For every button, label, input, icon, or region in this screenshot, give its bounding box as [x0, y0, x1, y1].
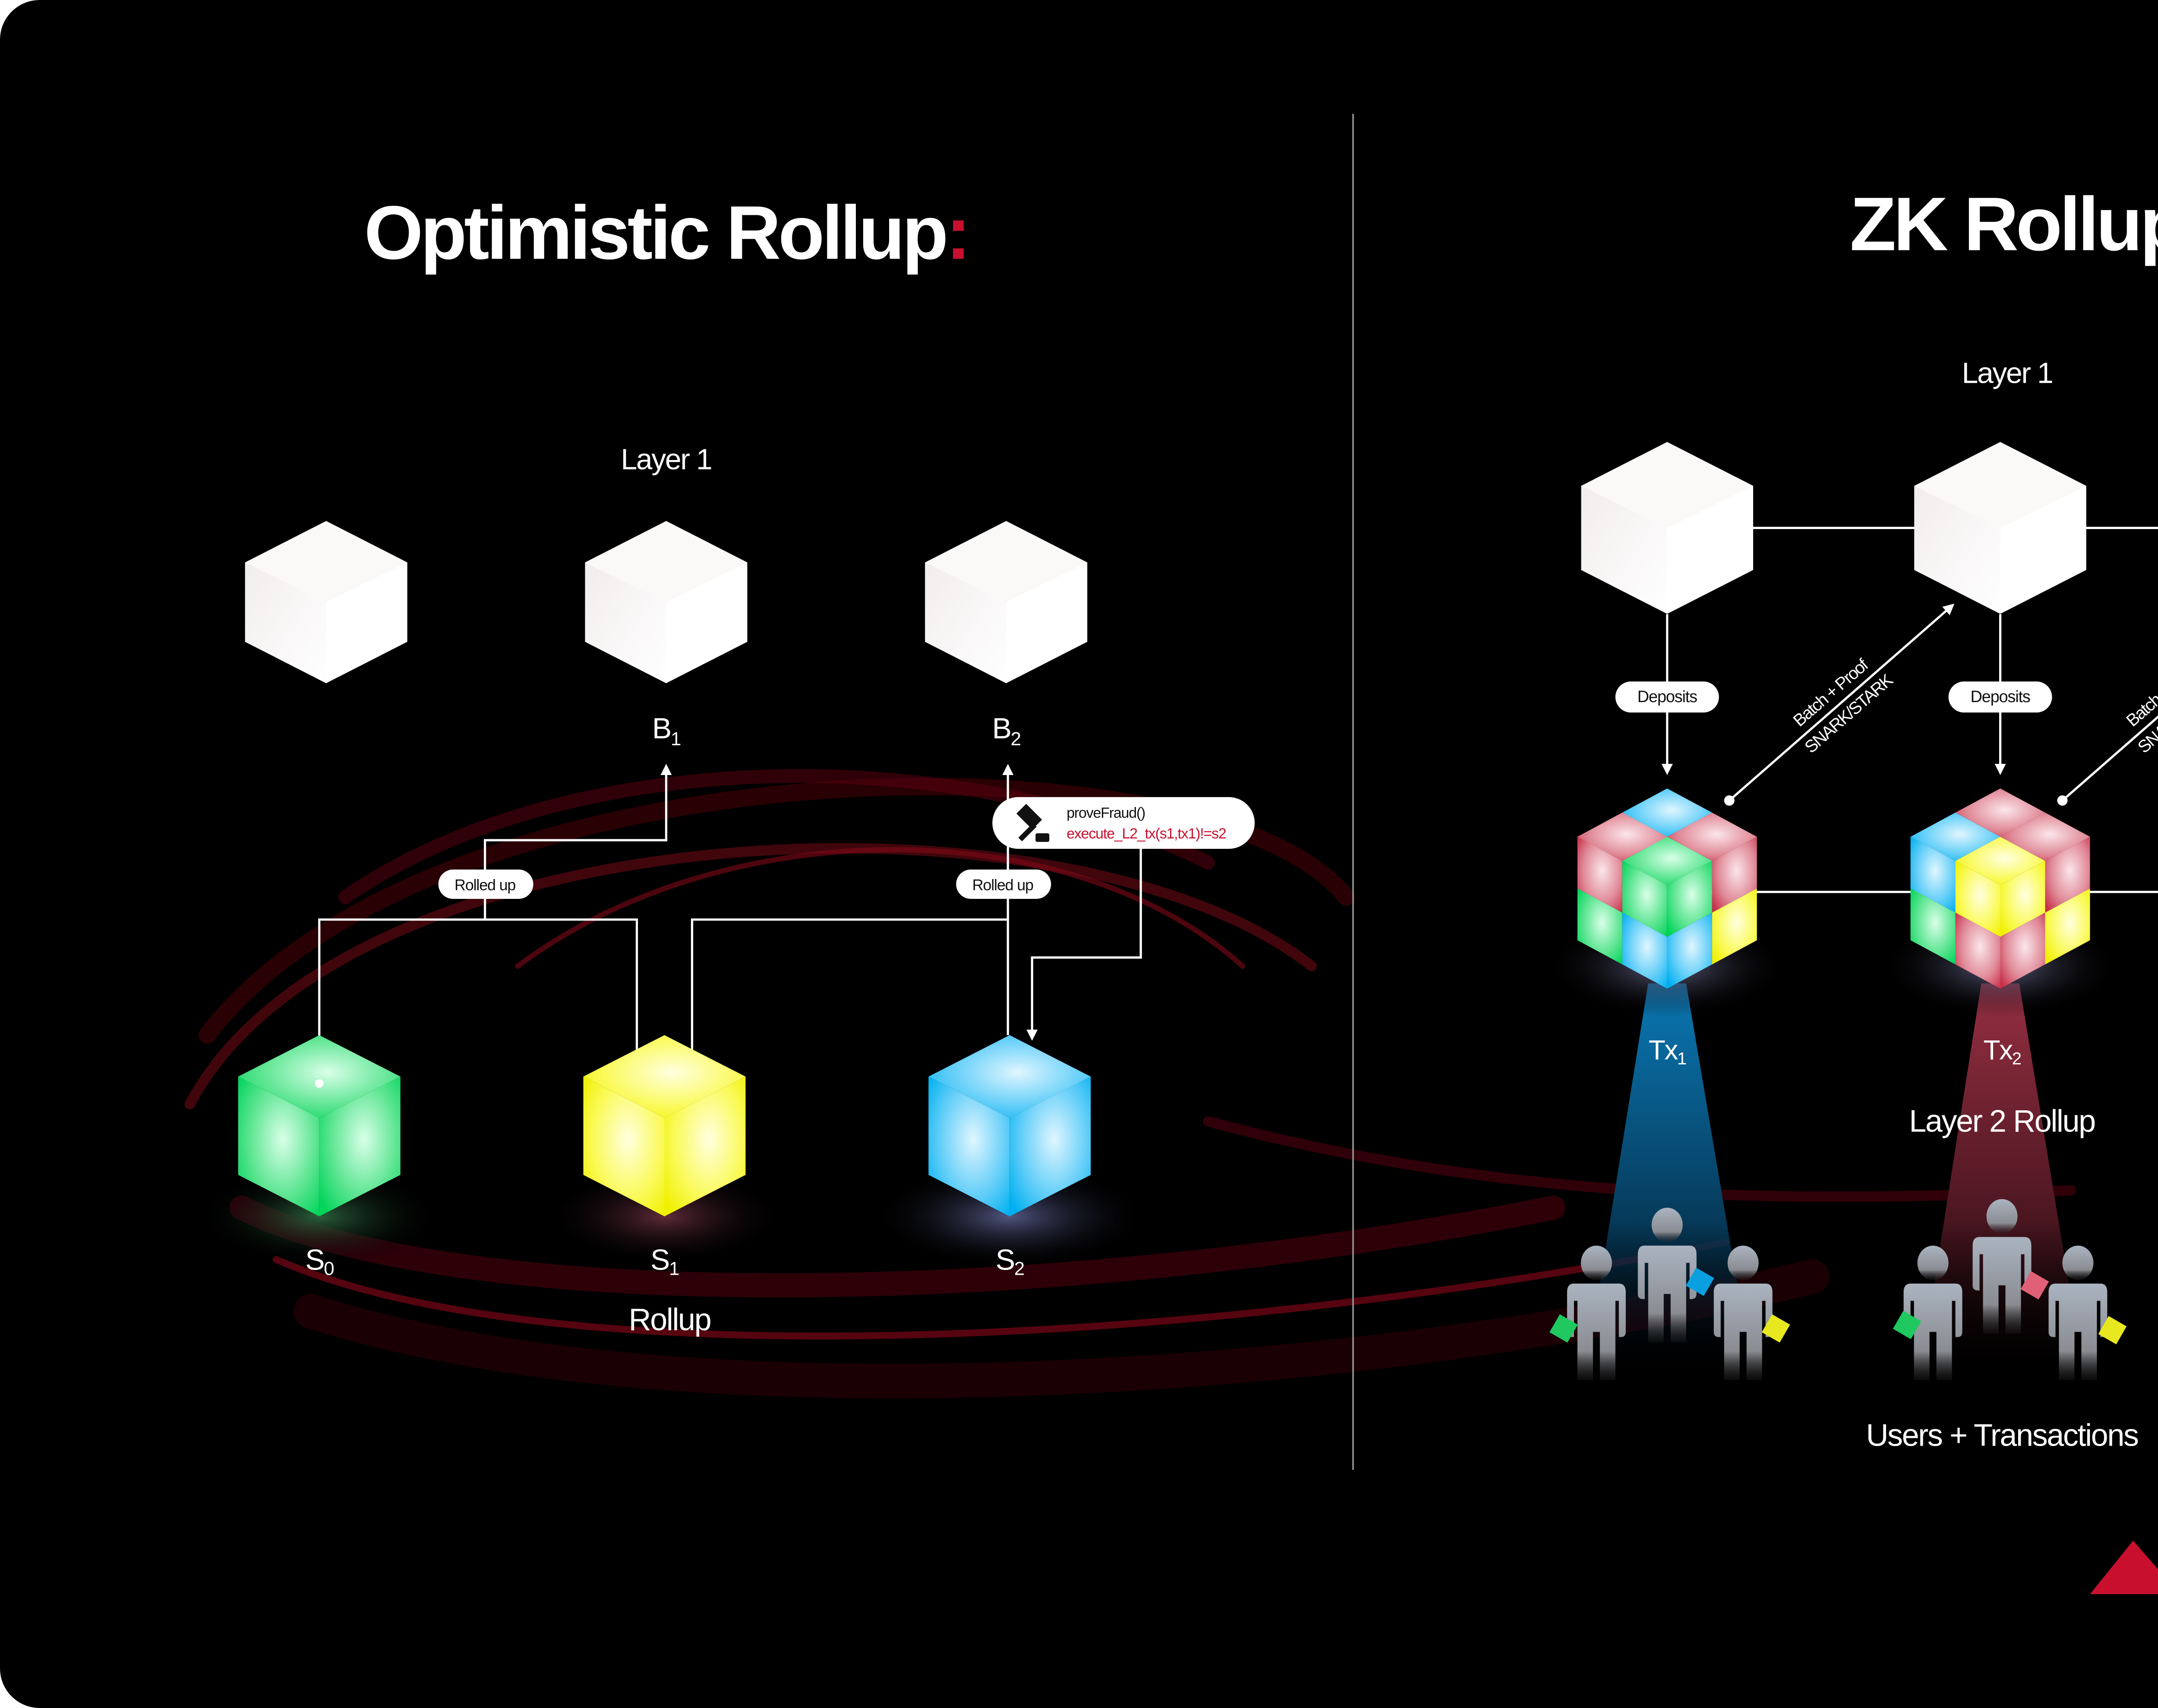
users-transactions-label: Users + Transactions	[1866, 1418, 2138, 1453]
layer2-rollup-label: Layer 2 Rollup	[1909, 1104, 2095, 1139]
zk-rollup-title: ZK Rollup:	[1850, 182, 2158, 267]
state-label-s2: S2	[996, 1244, 1024, 1279]
block-label-b1: B1	[652, 712, 681, 750]
layer1-label-left: Layer 1	[621, 443, 712, 476]
state-label-s0: S0	[305, 1244, 334, 1279]
state-cube-s2	[928, 1035, 1091, 1216]
svg-text:Batch + Proof: Batch + Proof	[2123, 655, 2158, 731]
svg-text:Rolled up: Rolled up	[454, 876, 515, 894]
deposit-arrows	[1661, 614, 2006, 775]
deposits-pill-2: Deposits	[1948, 681, 2052, 713]
rollup-label: Rollup	[629, 1302, 711, 1337]
zk-layer1-block-1	[1581, 442, 1753, 614]
gavel-icon	[1016, 804, 1050, 842]
s0-glow	[198, 1168, 440, 1265]
layer1-block-b0	[245, 521, 407, 684]
layer1-block-b1	[585, 521, 748, 684]
tx-cube-icon	[2098, 1316, 2127, 1345]
tx-cube-icon	[1761, 1314, 1790, 1343]
s1-glow	[543, 1168, 786, 1265]
rollup-connectors	[318, 764, 1142, 1084]
users-group-2	[1893, 1199, 2127, 1380]
tx-cube-icon	[1685, 1267, 1714, 1296]
tx-cube-icon	[1549, 1314, 1578, 1343]
luganodes-logo: Luganodes	[2090, 1541, 2158, 1595]
batch-proof-arrow-2: Batch + Proof SNARK/STARK	[2057, 655, 2158, 806]
svg-text:Deposits: Deposits	[1637, 688, 1697, 706]
layer1-block-b2	[925, 521, 1088, 684]
svg-text:execute_L2_tx(s1,tx1)!=s2: execute_L2_tx(s1,tx1)!=s2	[1066, 826, 1226, 842]
svg-text:Rolled up: Rolled up	[972, 876, 1033, 894]
state-cube-s1	[583, 1035, 746, 1216]
prove-fraud-callout: proveFraud() execute_L2_tx(s1,tx1)!=s2	[992, 797, 1255, 849]
state-label-s1: S1	[650, 1244, 679, 1279]
optimistic-rollup-title: Optimistic Rollup:	[364, 191, 969, 275]
block-label-b2: B2	[992, 712, 1021, 750]
svg-text:Deposits: Deposits	[1970, 688, 2030, 706]
state-cube-s0	[238, 1035, 401, 1216]
zk-layer1-block-2	[1914, 442, 2086, 614]
tx-cluster-cube-2	[1910, 788, 2090, 989]
tx-cluster-cube-1	[1577, 788, 1757, 989]
rolled-up-pill-2: Rolled up	[956, 869, 1051, 899]
deposits-pill-1: Deposits	[1615, 681, 1719, 713]
tx-cube-icon	[2020, 1271, 2049, 1300]
tx2-label: Tx2	[1983, 1034, 2021, 1068]
batch-proof-arrow-1: Batch + Proof SNARK/STARK	[1724, 603, 1955, 806]
tx-cube-icon	[1893, 1311, 1921, 1339]
layer1-label-right: Layer 1	[1962, 357, 2053, 390]
users-group-1	[1549, 1207, 1790, 1380]
s2-glow	[871, 1164, 1148, 1268]
tx1-label: Tx1	[1649, 1034, 1686, 1068]
svg-text:proveFraud(): proveFraud()	[1066, 805, 1145, 821]
mountain-logo-icon	[2090, 1541, 2158, 1595]
rolled-up-pill-1: Rolled up	[438, 869, 533, 899]
background-swirl	[184, 769, 2076, 1399]
